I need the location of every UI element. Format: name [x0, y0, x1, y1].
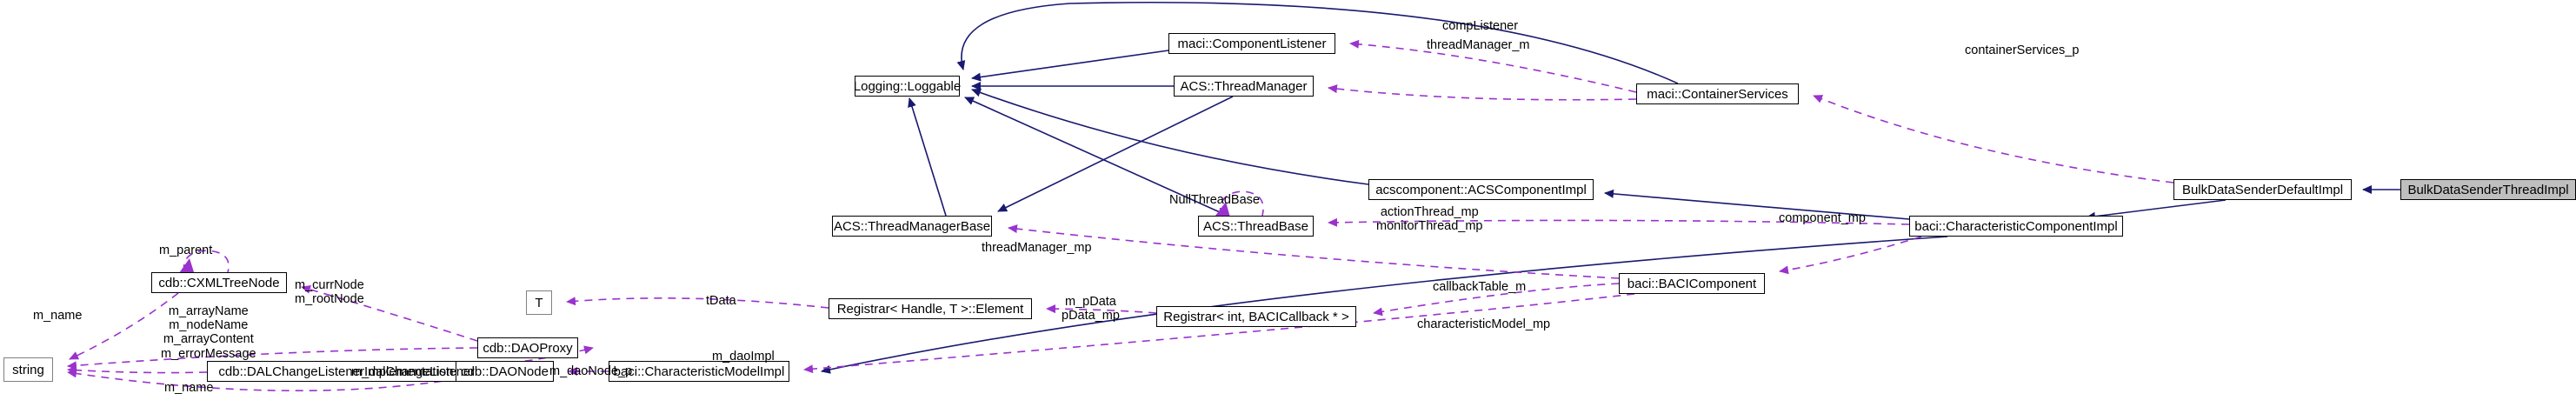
node-label: acscomponent::ACSComponentImpl	[1375, 182, 1587, 197]
node-string[interactable]: string	[3, 357, 53, 382]
node-label: maci::ComponentListener	[1177, 36, 1327, 51]
node-registrar-int-bacicallback[interactable]: Registrar< int, BACICallback * >	[1156, 306, 1356, 327]
node-label: baci::CharacteristicModelImpl	[613, 364, 785, 379]
node-registrar-handle-t-element[interactable]: Registrar< Handle, T >::Element	[829, 298, 1032, 319]
node-label: ACS::ThreadManager	[1180, 78, 1308, 94]
node-cdb-daoproxy[interactable]: cdb::DAOProxy	[477, 337, 578, 358]
node-label: Registrar< Handle, T >::Element	[836, 301, 1024, 317]
node-label: Registrar< int, BACICallback * >	[1163, 309, 1349, 324]
node-label: T	[535, 295, 543, 310]
node-label: maci::ContainerServices	[1647, 86, 1788, 102]
node-label: Logging::Loggable	[853, 78, 962, 94]
node-maci-componentlistener[interactable]: maci::ComponentListener	[1168, 33, 1335, 54]
node-logging-loggable[interactable]: Logging::Loggable	[854, 76, 961, 97]
node-bulkdatasenderdefaultimpl[interactable]: BulkDataSenderDefaultImpl	[2173, 179, 2352, 200]
node-cdb-daonode[interactable]: cdb::DAONode	[456, 361, 554, 382]
node-label: cdb::DAONode	[461, 364, 549, 379]
node-template-param-t[interactable]: T	[526, 290, 552, 315]
node-label: BulkDataSenderDefaultImpl	[2181, 182, 2344, 197]
node-label: ACS::ThreadManagerBase	[833, 218, 991, 234]
node-acscomponent-acscomponentimpl[interactable]: acscomponent::ACSComponentImpl	[1368, 179, 1594, 200]
node-label: baci::BACIComponent	[1627, 276, 1757, 291]
node-acs-threadmanagerbase[interactable]: ACS::ThreadManagerBase	[832, 216, 992, 237]
node-acs-threadbase[interactable]: ACS::ThreadBase	[1198, 216, 1314, 237]
node-cdb-cxmltreenode[interactable]: cdb::CXMLTreeNode	[151, 272, 287, 293]
node-label: cdb::DAOProxy	[483, 340, 573, 356]
node-baci-bacicomponent[interactable]: baci::BACIComponent	[1619, 273, 1765, 294]
node-label: cdb::CXMLTreeNode	[158, 275, 280, 290]
node-acs-threadmanager[interactable]: ACS::ThreadManager	[1174, 76, 1314, 97]
node-cdb-dalchangelistenerimplementation[interactable]: cdb::DALChangeListenerImplementation	[207, 361, 465, 382]
node-label: string	[12, 362, 44, 377]
node-label: BulkDataSenderThreadImpl	[2407, 182, 2569, 197]
node-maci-containerservices[interactable]: maci::ContainerServices	[1636, 83, 1799, 104]
node-baci-characteristicmodelimpl[interactable]: baci::CharacteristicModelImpl	[609, 361, 789, 382]
node-label: ACS::ThreadBase	[1203, 218, 1308, 234]
node-label: baci::CharacteristicComponentImpl	[1914, 218, 2118, 234]
node-label: cdb::DALChangeListenerImplementation	[218, 364, 454, 379]
node-bulkdatasenderthreadimpl[interactable]: BulkDataSenderThreadImpl	[2400, 179, 2576, 200]
node-baci-characteristiccomponentimpl[interactable]: baci::CharacteristicComponentImpl	[1909, 216, 2123, 237]
